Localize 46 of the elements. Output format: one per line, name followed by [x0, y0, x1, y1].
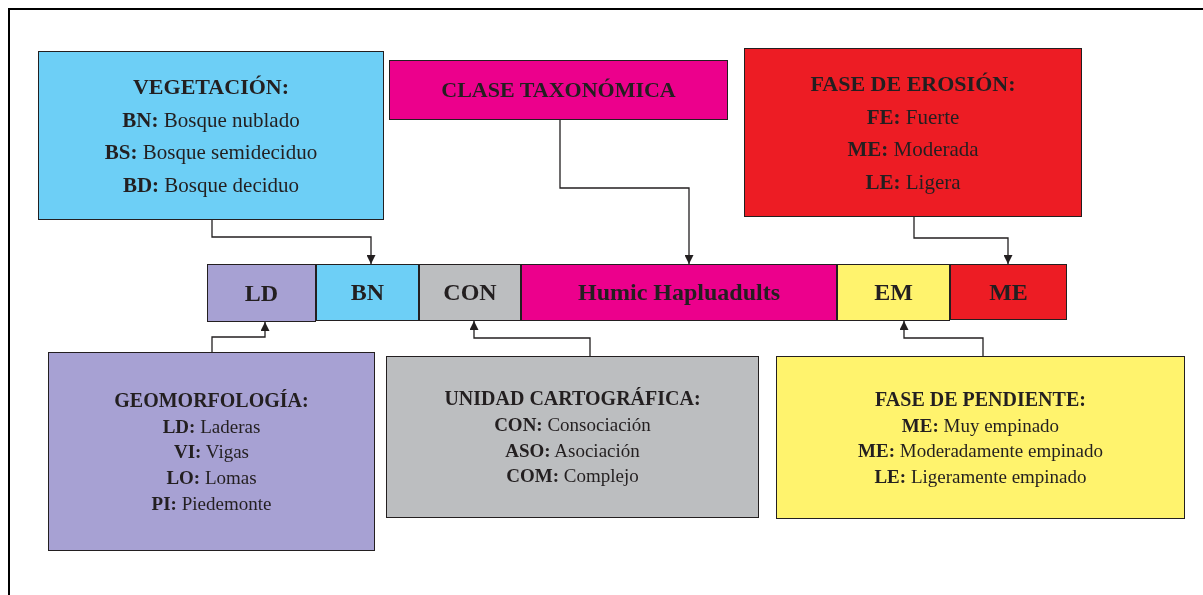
legend-entry: COM: Complejo [506, 464, 639, 489]
legend-entry: BS: Bosque semideciduo [104, 139, 318, 167]
legend-entry: ME: Muy empinado [901, 413, 1060, 438]
legend-entry: ASO: Asociación [505, 438, 640, 463]
label: LD [244, 278, 279, 308]
label: CON [443, 278, 497, 307]
legend-entry: PI: Piedemonte [151, 491, 272, 516]
code-cell [837, 264, 950, 321]
legend-box [744, 48, 1082, 217]
label: CLASE TAXONÓMICA [441, 76, 676, 104]
code-cell [521, 264, 837, 321]
arrow [559, 119, 694, 265]
legend-entry: ME: Moderada [847, 136, 979, 164]
legend-entry: CON: Consociación [494, 413, 651, 438]
label: Humic Hapluadults [577, 278, 781, 307]
label: EM [874, 278, 913, 307]
legend-entry: VI: Vigas [173, 440, 249, 465]
heading: UNIDAD CARTOGRÁFICA: [444, 386, 701, 412]
label: BN [350, 278, 385, 307]
legend-entry: BD: Bosque deciduo [122, 171, 300, 199]
heading: FASE DE EROSIÓN: [810, 69, 1016, 98]
legend-box [48, 352, 375, 551]
arrow [899, 320, 984, 357]
code-cell [316, 264, 419, 321]
heading: GEOMORFOLOGÍA: [114, 387, 309, 413]
legend-entry: LD: Laderas [162, 414, 261, 439]
legend-entry: LE: Ligeramente empinado [874, 464, 1087, 489]
legend-entry: ME: Moderadamente empinado [858, 439, 1103, 464]
legend-entry: BN: Bosque nublado [122, 106, 300, 134]
arrow [469, 320, 591, 357]
arrow [211, 219, 376, 265]
code-cell [950, 264, 1067, 320]
legend-entry: LO: Lomas [166, 466, 257, 490]
arrow [913, 216, 1013, 265]
legend-box [386, 356, 759, 518]
legend-entry: FE: Fuerte [866, 103, 960, 131]
legend-box [776, 356, 1185, 519]
label: ME [989, 277, 1028, 307]
heading: VEGETACIÓN: [132, 72, 290, 101]
legend-box [38, 51, 384, 220]
arrow [211, 321, 270, 353]
code-cell [419, 264, 521, 321]
title-box [389, 60, 728, 120]
legend-entry: LE: Ligera [865, 168, 961, 196]
heading: FASE DE PENDIENTE: [875, 386, 1086, 412]
code-cell [207, 264, 316, 322]
